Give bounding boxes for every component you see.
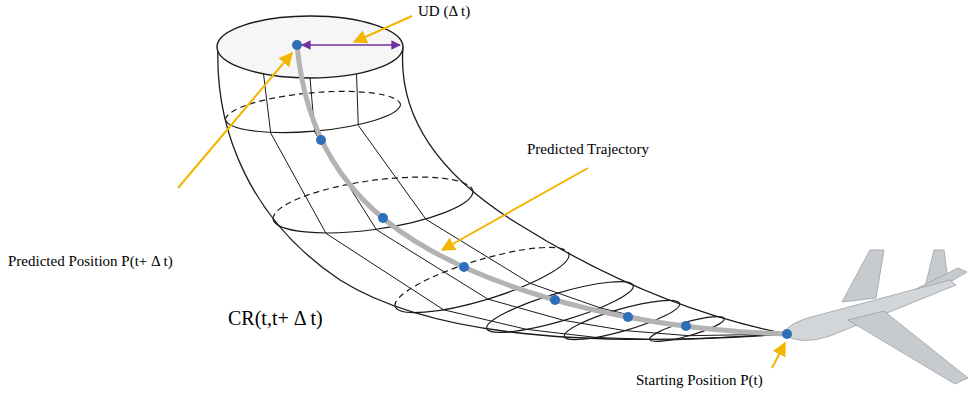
aircraft-icon — [783, 250, 968, 384]
tube-meridians — [264, 74, 788, 340]
cross-sections — [225, 91, 726, 347]
region-label: CR(t,t+ Δ t) — [228, 307, 323, 330]
position-label: Predicted Position P(t+ Δ t) — [8, 253, 173, 270]
trajectory-label: Predicted Trajectory — [527, 141, 649, 158]
radius-arrow — [302, 44, 400, 46]
radius-label: UD (Δ t) — [418, 3, 470, 20]
trajectory-points — [292, 40, 792, 339]
leader-arrows — [178, 16, 785, 368]
trajectory-line — [297, 45, 787, 334]
start-label: Starting Position P(t) — [636, 372, 763, 389]
top-section — [217, 16, 403, 78]
